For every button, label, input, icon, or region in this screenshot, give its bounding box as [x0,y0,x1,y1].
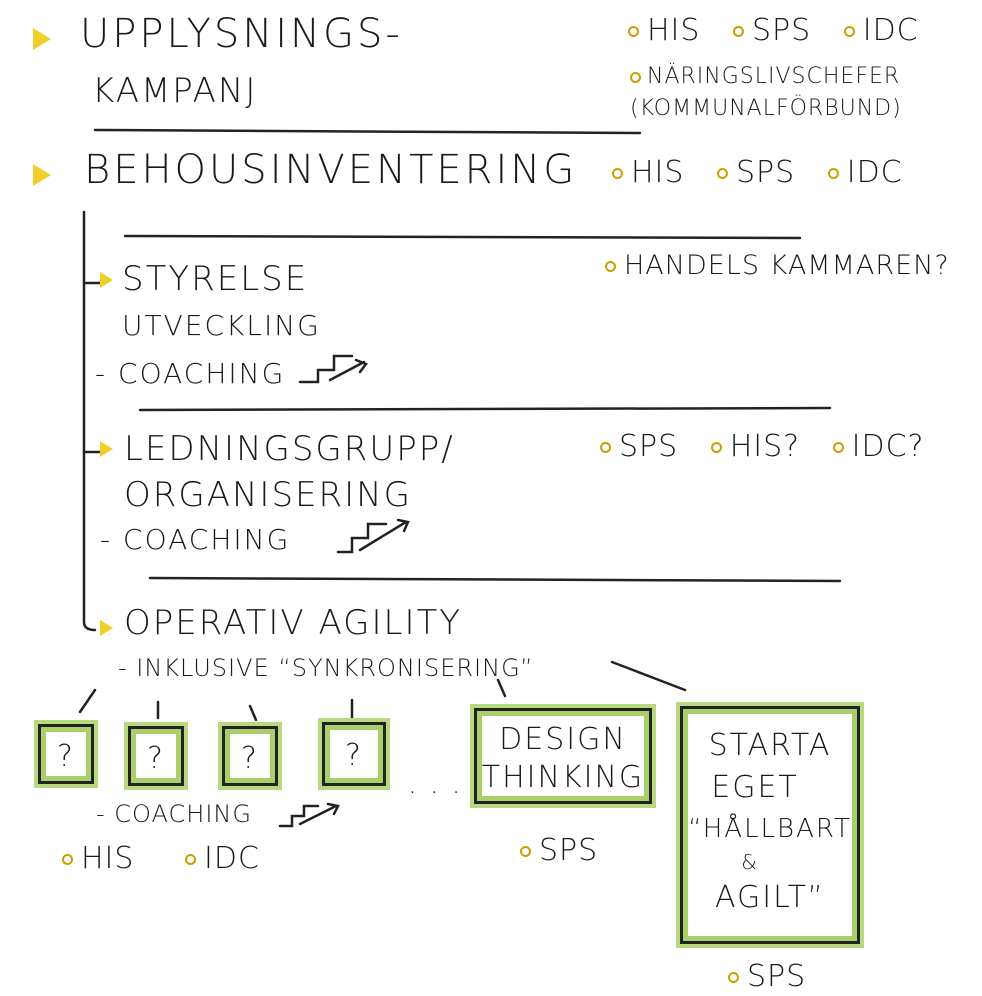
tick-5 [496,678,507,698]
org-sps: SPS [619,429,679,464]
org-his: HIS [81,841,135,876]
org-his: HIS [631,155,685,190]
bullet-circle-icon [733,26,744,37]
bullet-circle-icon [827,168,839,179]
org-idc: IDC [204,841,260,876]
starta-org: SPS [728,962,806,992]
divider-3 [138,406,832,412]
bullet-circle-icon [717,168,728,179]
bullet-triangle-icon [100,272,113,288]
ellipsis: . . . [408,767,463,800]
stair-arrow-3 [278,802,340,828]
bullet-circle-icon [832,442,844,453]
ledning-orgs: SPS HIS? IDC? [600,432,924,462]
unknown-box-3: ? [222,726,278,786]
styrelse-title-line1: STYRELSE [122,259,309,299]
behov-orgs: HIS SPS IDC [612,158,903,188]
bullet-circle-icon [843,26,855,37]
styrelse-org: HANDELS KAMMAREN? [605,252,950,279]
bullet-circle-icon [185,854,196,865]
starta-eget-box: STARTA EGET “HÅLLBART & AGILT” [680,706,860,944]
divider-2 [123,234,802,240]
bullet-circle-icon [630,71,641,83]
operativ-title: OPERATIV AGILITY [124,603,463,643]
unknown-box-1: ? [38,724,94,784]
starta-line4: & [741,850,759,874]
design-thinking-line1: DESIGN [499,722,627,757]
org-idc: IDC [862,13,919,48]
divider-1 [93,128,642,135]
design-org: SPS [520,836,598,866]
design-thinking-line2: THINKING [481,760,645,795]
styrelse-coaching: - COACHING [95,357,286,390]
tick-6 [610,660,687,692]
stair-arrow-2 [336,518,410,554]
kampanj-orgs: HIS SPS IDC [628,16,919,46]
ledning-coaching: - COACHING [100,523,291,556]
stair-arrow-1 [298,354,368,384]
design-thinking-box: DESIGN THINKING [474,708,652,804]
operativ-orgs: HIS IDC [62,844,260,874]
org-idc: IDC? [851,429,925,464]
ledning-title-line2: ORGANISERING [124,475,412,515]
tree-trunk [82,210,97,632]
operativ-subtitle: - INKLUSIVE “SYNKRONISERING” [118,654,534,682]
ledning-title-line1: LEDNINGSGRUPP/ [124,429,455,469]
bullet-circle-icon [612,168,623,179]
org-his: HIS [647,13,701,48]
unknown-box-2: ? [128,726,184,786]
bullet-circle-icon [62,854,73,865]
kampanj-title-line1: UPPLYSNINGS- [80,11,403,57]
styrelse-title-line2: UTVECKLING [122,309,321,342]
bullet-triangle-icon [100,620,113,636]
bullet-triangle-icon [100,441,113,457]
org-sps: SPS [736,155,796,190]
bullet-circle-icon [605,261,616,272]
bullet-triangle-icon [33,164,51,186]
operativ-coaching: - COACHING [96,800,252,828]
starta-line3: “HÅLLBART [688,814,852,844]
bullet-circle-icon [710,442,722,453]
unknown-box-4: ? [322,722,386,786]
kampanj-org-naringsliv: NÄRINGSLIVSCHEFER [630,66,900,88]
org-sps: SPS [752,13,812,48]
starta-line2: EGET [711,770,799,805]
org-idc: IDC [846,155,903,190]
tick-3 [248,704,258,722]
kampanj-title-line2: KAMPANJ [92,71,258,111]
tick-1 [78,688,97,714]
divider-4 [148,576,842,583]
bullet-circle-icon [728,972,739,983]
behov-title: BEHOUSINVENTERING [84,147,578,193]
bullet-triangle-icon [33,28,51,50]
bullet-circle-icon [600,442,611,453]
starta-line1: STARTA [708,728,832,763]
bullet-circle-icon [520,846,531,857]
starta-line5: AGILT” [715,880,825,915]
bullet-circle-icon [628,26,639,37]
kampanj-org-kommunalforbund: (KOMMUNALFÖRBUND) [630,96,902,121]
org-his: HIS? [729,429,801,464]
